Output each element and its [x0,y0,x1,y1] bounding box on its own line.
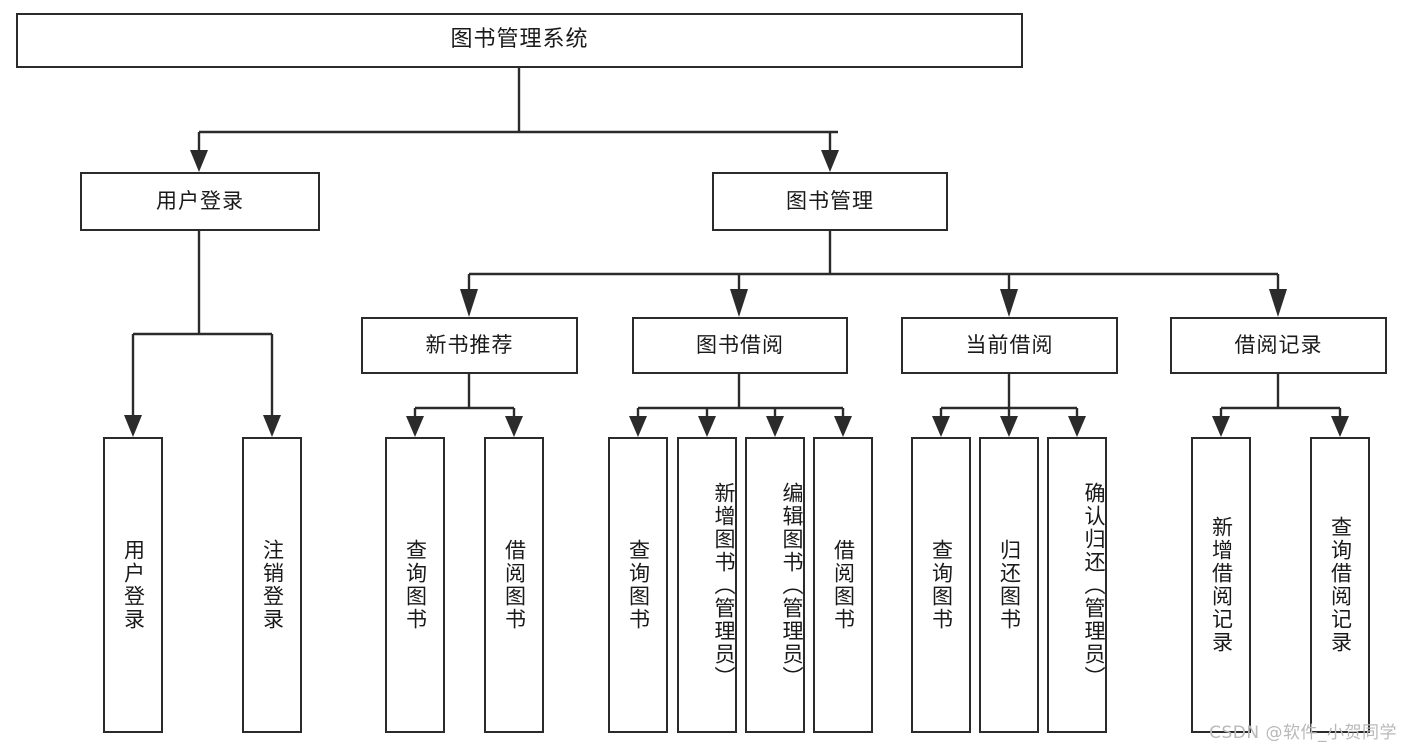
arrowhead-leaf-borrow-book-1 [505,416,523,437]
node-borrow-record-label: 借阅记录 [1234,332,1323,357]
arrowhead-leaf-add-book [698,416,716,437]
node-leaf-logout-login-label: 注销登录 [260,539,285,631]
arrowhead-leaf-query-record [1331,416,1349,437]
node-leaf-confirm-return[interactable]: 确认归还（管理员） [1047,437,1107,733]
arrowhead-leaf-edit-book [766,416,784,437]
node-leaf-edit-book-label: 编辑图书（管理员） [780,481,804,689]
arrowhead-leaf-add-record [1212,416,1230,437]
arrowhead-leaf-logout-login [263,415,281,437]
node-leaf-query-book-2[interactable]: 查询图书 [608,437,668,733]
node-leaf-add-book[interactable]: 新增图书（管理员） [677,437,737,733]
arrowhead-book-borrow [730,289,748,317]
csdn-watermark: CSDN @软件_小贺同学 [1209,723,1397,743]
node-leaf-query-book-3[interactable]: 查询图书 [911,437,971,733]
arrowhead-new-book-recommend [460,289,478,317]
node-user-login-label: 用户登录 [156,188,244,213]
node-leaf-return-book-label: 归还图书 [997,539,1022,631]
node-leaf-add-record[interactable]: 新增借阅记录 [1191,437,1251,733]
arrowhead-leaf-user-login [124,415,142,437]
node-leaf-query-book-2-label: 查询图书 [626,539,651,631]
node-leaf-return-book[interactable]: 归还图书 [979,437,1039,733]
node-leaf-borrow-book-2-label: 借阅图书 [831,539,856,631]
arrowhead-borrow-record [1269,289,1287,317]
node-leaf-query-record[interactable]: 查询借阅记录 [1310,437,1370,733]
node-borrow-record[interactable]: 借阅记录 [1170,317,1387,374]
node-root[interactable]: 图书管理系统 [16,13,1023,68]
arrowhead-book-manage [821,150,839,172]
node-leaf-user-login[interactable]: 用户登录 [103,437,163,733]
node-leaf-query-book-3-label: 查询图书 [929,539,954,631]
node-user-login[interactable]: 用户登录 [80,172,320,231]
node-book-manage-label: 图书管理 [786,188,874,213]
node-leaf-confirm-return-label: 确认归还（管理员） [1082,481,1106,689]
node-leaf-add-record-label: 新增借阅记录 [1209,516,1234,654]
arrowhead-leaf-query-book-3 [932,416,950,437]
node-leaf-borrow-book-1[interactable]: 借阅图书 [484,437,544,733]
arrowhead-leaf-query-book-1 [406,416,424,437]
node-leaf-query-book-1[interactable]: 查询图书 [385,437,445,733]
node-root-label: 图书管理系统 [450,27,589,53]
node-leaf-edit-book[interactable]: 编辑图书（管理员） [745,437,805,733]
arrowhead-leaf-confirm-return [1068,416,1086,437]
node-leaf-query-record-label: 查询借阅记录 [1328,516,1353,654]
arrowhead-user-login [190,150,208,172]
node-new-book-recommend[interactable]: 新书推荐 [361,317,578,374]
node-new-book-recommend-label: 新书推荐 [425,332,514,357]
arrowhead-leaf-return-book [1000,416,1018,437]
arrowhead-leaf-query-book-2 [629,416,647,437]
arrowhead-leaf-borrow-book-2 [834,416,852,437]
node-current-borrow-label: 当前借阅 [965,332,1054,357]
node-leaf-add-book-label: 新增图书（管理员） [712,481,736,689]
node-book-borrow[interactable]: 图书借阅 [632,317,848,374]
node-leaf-logout-login[interactable]: 注销登录 [242,437,302,733]
node-book-borrow-label: 图书借阅 [696,332,784,357]
arrowhead-current-borrow [1000,289,1018,317]
node-current-borrow[interactable]: 当前借阅 [901,317,1118,374]
node-leaf-borrow-book-1-label: 借阅图书 [502,539,527,631]
node-leaf-user-login-label: 用户登录 [121,539,146,631]
node-leaf-borrow-book-2[interactable]: 借阅图书 [813,437,873,733]
node-leaf-query-book-1-label: 查询图书 [403,539,428,631]
node-book-manage[interactable]: 图书管理 [712,172,948,231]
